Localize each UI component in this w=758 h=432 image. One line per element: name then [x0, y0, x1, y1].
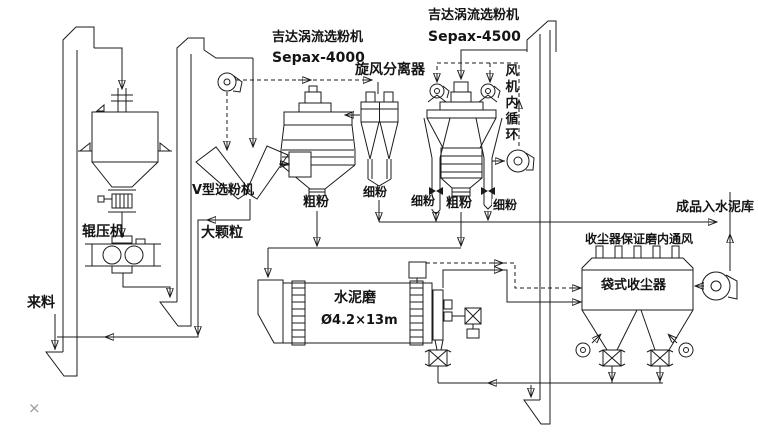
flow-arrows: [55, 70, 730, 396]
circulation-fan-1: [217, 72, 379, 150]
bucket-elevator-1: [45, 26, 123, 377]
label-bag-filter: 袋式收尘器: [601, 278, 667, 293]
label-cyclone-separator: 旋风分离器: [355, 62, 425, 78]
label-sepax4000-model: Sepax-4000: [272, 50, 365, 66]
label-roller-press: 辊压机: [82, 224, 124, 240]
label-fan-circulation: 风 机 内 循 环: [505, 64, 519, 143]
cement-mill: [257, 247, 663, 384]
label-dust-collector-note: 收尘器保证磨内通风: [585, 232, 694, 246]
v-separator: [54, 145, 289, 350]
label-fine-powder-1: 细粉: [362, 185, 389, 200]
label-v-separator: V型选粉机: [192, 183, 255, 198]
roller-press: [85, 235, 171, 296]
label-coarse-particles: 大颗粒: [201, 225, 243, 241]
label-product-to-silo: 成品入水泥库: [676, 200, 755, 215]
bucket-elevator-2: [159, 37, 254, 327]
label-sepax4500-model: Sepax-4500: [428, 29, 521, 45]
watermark-x: ×: [28, 399, 41, 417]
label-coarse-powder-2: 粗粉: [445, 196, 474, 212]
label-mill-size: Ø4.2×13m: [321, 313, 398, 328]
label-sepax4000-title: 吉达涡流选粉机: [272, 30, 364, 45]
feed-hopper: [78, 88, 172, 236]
cyclone-separator: [360, 91, 399, 222]
label-fine-powder-3: 细粉: [492, 198, 519, 213]
label-fine-powder-2: 细粉: [410, 194, 437, 209]
label-coarse-powder-1: 粗粉: [302, 195, 331, 211]
label-sepax4500-title: 吉达涡流选粉机: [428, 8, 520, 23]
bucket-elevator-3: [523, 20, 557, 425]
label-mill-name: 水泥磨: [334, 290, 376, 306]
bag-filter: [575, 245, 694, 383]
label-incoming-feed: 来料: [27, 295, 55, 311]
sepax-4000-separator: [280, 85, 356, 246]
